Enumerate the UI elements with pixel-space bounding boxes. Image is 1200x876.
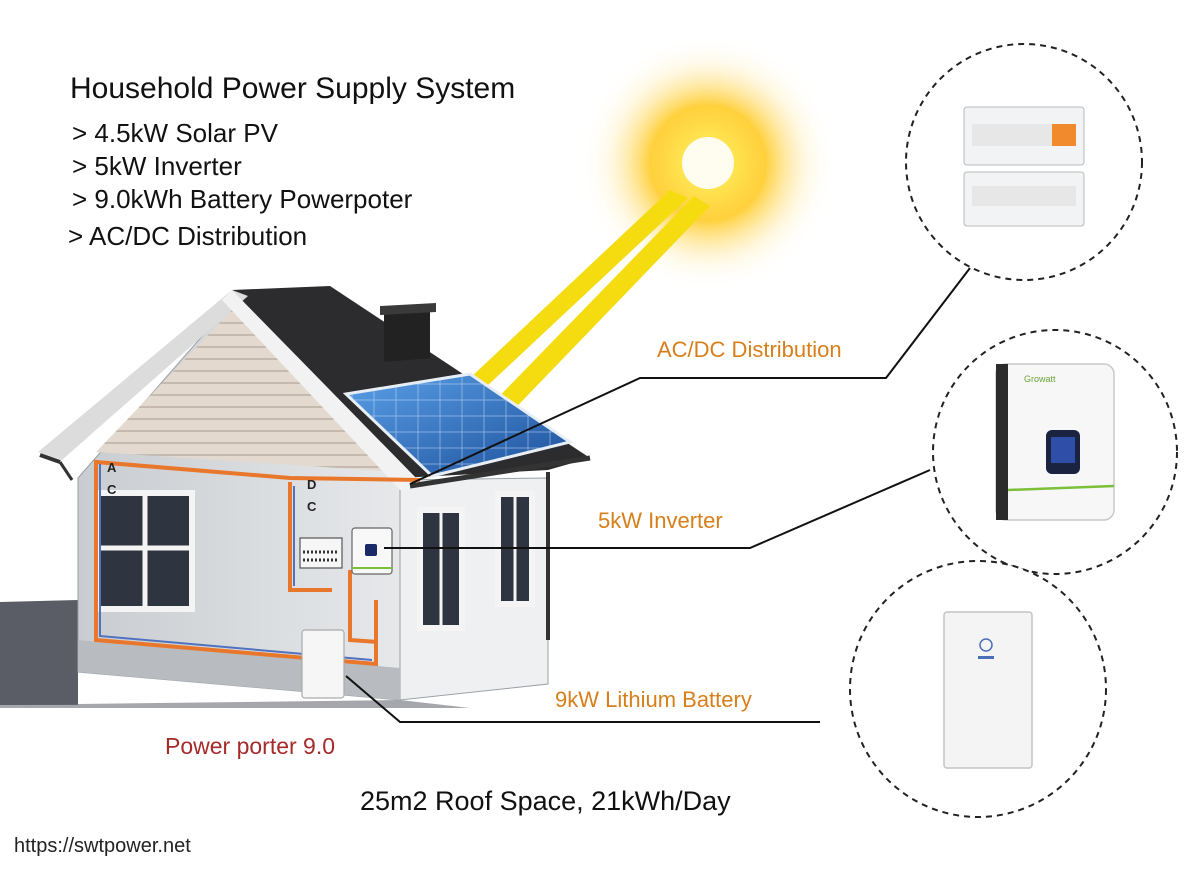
spec-distribution: > AC/DC Distribution — [68, 221, 308, 251]
spec-inverter: > 5kW Inverter — [72, 151, 242, 181]
wall-label-dc-d: D — [307, 477, 317, 492]
product-name: Power porter 9.0 — [165, 733, 336, 759]
diagram-title: Household Power Supply System — [70, 72, 516, 105]
website-url: https://swtpower.net — [14, 835, 191, 857]
summary-text: 25m2 Roof Space, 21kWh/Day — [360, 786, 731, 816]
distribution-callout — [905, 43, 1143, 281]
svg-text:Growatt: Growatt — [1024, 374, 1056, 384]
inverter-callout: Growatt — [932, 329, 1178, 575]
sun-rays — [452, 190, 710, 424]
house-wiring — [94, 460, 421, 667]
wall-label-dc-c: C — [307, 499, 317, 514]
solar-panel — [342, 372, 574, 478]
spec-solar-pv: > 4.5kW Solar PV — [72, 118, 278, 148]
house — [38, 286, 591, 701]
label-lithium-battery: 9kW Lithium Battery — [555, 687, 752, 712]
label-acdc-distribution: AC/DC Distribution — [657, 337, 842, 362]
leader-lines — [345, 267, 971, 723]
wall-label-ac-c: C — [107, 482, 117, 497]
ground-shadow — [0, 600, 78, 705]
wall-label-ac-a: A — [107, 460, 117, 475]
inverter-unit — [351, 527, 393, 575]
house-wiring-dc — [99, 464, 373, 661]
label-5kw-inverter: 5kW Inverter — [598, 508, 723, 533]
ground-shadow-2 — [0, 700, 470, 708]
spec-battery: > 9.0kWh Battery Powerpoter — [72, 184, 413, 214]
battery-unit — [301, 629, 345, 699]
battery-callout — [849, 560, 1107, 818]
distribution-box — [299, 537, 343, 569]
